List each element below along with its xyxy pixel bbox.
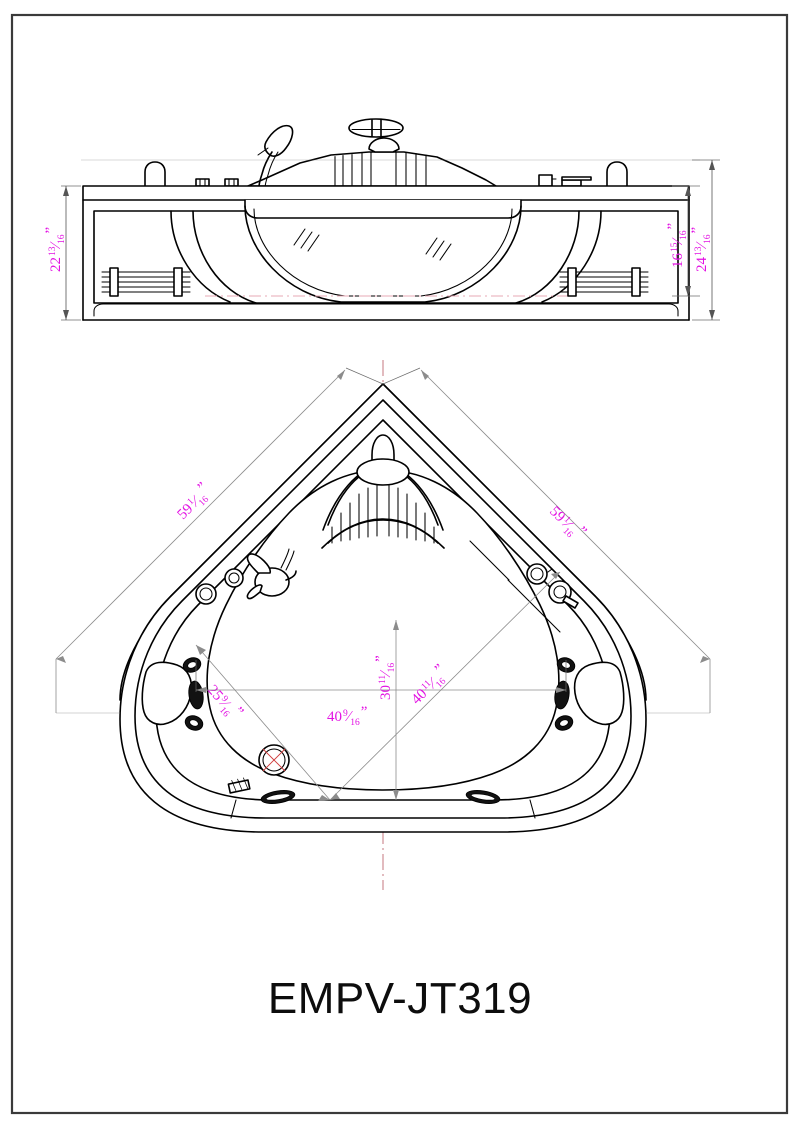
faucet-spout-icon xyxy=(356,434,410,486)
front-elevation-view: 2213∕16” 1615∕16” 2413∕16” xyxy=(43,118,720,321)
deck-fitting-right-icon xyxy=(526,563,579,609)
headrest-icon xyxy=(321,462,445,549)
deck-handle-right-icon xyxy=(606,161,628,187)
dim-label-overall-height-right: 2413∕16” xyxy=(689,227,713,272)
control-panel-icon xyxy=(227,777,251,794)
apron-joint-right xyxy=(529,799,536,819)
sheet-border-frame xyxy=(10,13,789,1115)
faucet-handle-icon xyxy=(538,174,592,187)
apron-joint-left xyxy=(230,799,237,819)
dimension-depth-vertical: 3011∕16” xyxy=(373,620,399,800)
basin-inner-plan xyxy=(206,469,560,791)
drawing-title: EMPV-JT319 xyxy=(268,974,532,1023)
jet-icon xyxy=(554,657,576,731)
deck-fitting-left-icon xyxy=(195,568,244,605)
dim-label-depth-vertical: 3011∕16” xyxy=(373,655,397,700)
dimension-width-horizontal: 409∕16” xyxy=(195,660,567,728)
dim-label-basin-height-right: 1615∕16” xyxy=(665,223,689,268)
pillow-icon xyxy=(573,661,625,726)
basin-bowl-elevation xyxy=(170,199,602,304)
dim-label-overall-height-left: 2213∕16” xyxy=(43,227,67,272)
grab-handle-icon xyxy=(260,790,501,804)
dim-label-width-horizontal: 409∕16” xyxy=(327,704,367,728)
vent-grille-icon xyxy=(101,267,649,297)
faucet-spout-icon xyxy=(348,118,404,153)
handshower-icon xyxy=(246,548,297,600)
glass-sparkle-icon xyxy=(293,228,452,261)
dimension-basin-height-right: 1615∕16” xyxy=(665,185,700,297)
drain-icon xyxy=(258,744,290,776)
headrest-icon xyxy=(247,151,497,187)
jet-icon xyxy=(182,657,204,731)
top-plan-view: 591∕16” 591∕16” 259∕16” xyxy=(55,360,711,890)
control-panel-icon xyxy=(195,178,239,187)
pillow-icon xyxy=(141,661,193,726)
dim-label-side-length-left: 591∕16” xyxy=(171,479,217,525)
dim-label-side-length-right: 591∕16” xyxy=(544,500,590,546)
dimension-overall-height-left: 2213∕16” xyxy=(43,185,81,321)
tub-rim-inner-line xyxy=(134,399,632,819)
handshower-icon xyxy=(257,124,294,189)
dimension-overall-height-right: 2413∕16” xyxy=(689,159,720,321)
deck-seam-right xyxy=(469,540,510,581)
deck-seam-right-3 xyxy=(507,579,561,633)
deck-handle-left-icon xyxy=(144,161,166,187)
